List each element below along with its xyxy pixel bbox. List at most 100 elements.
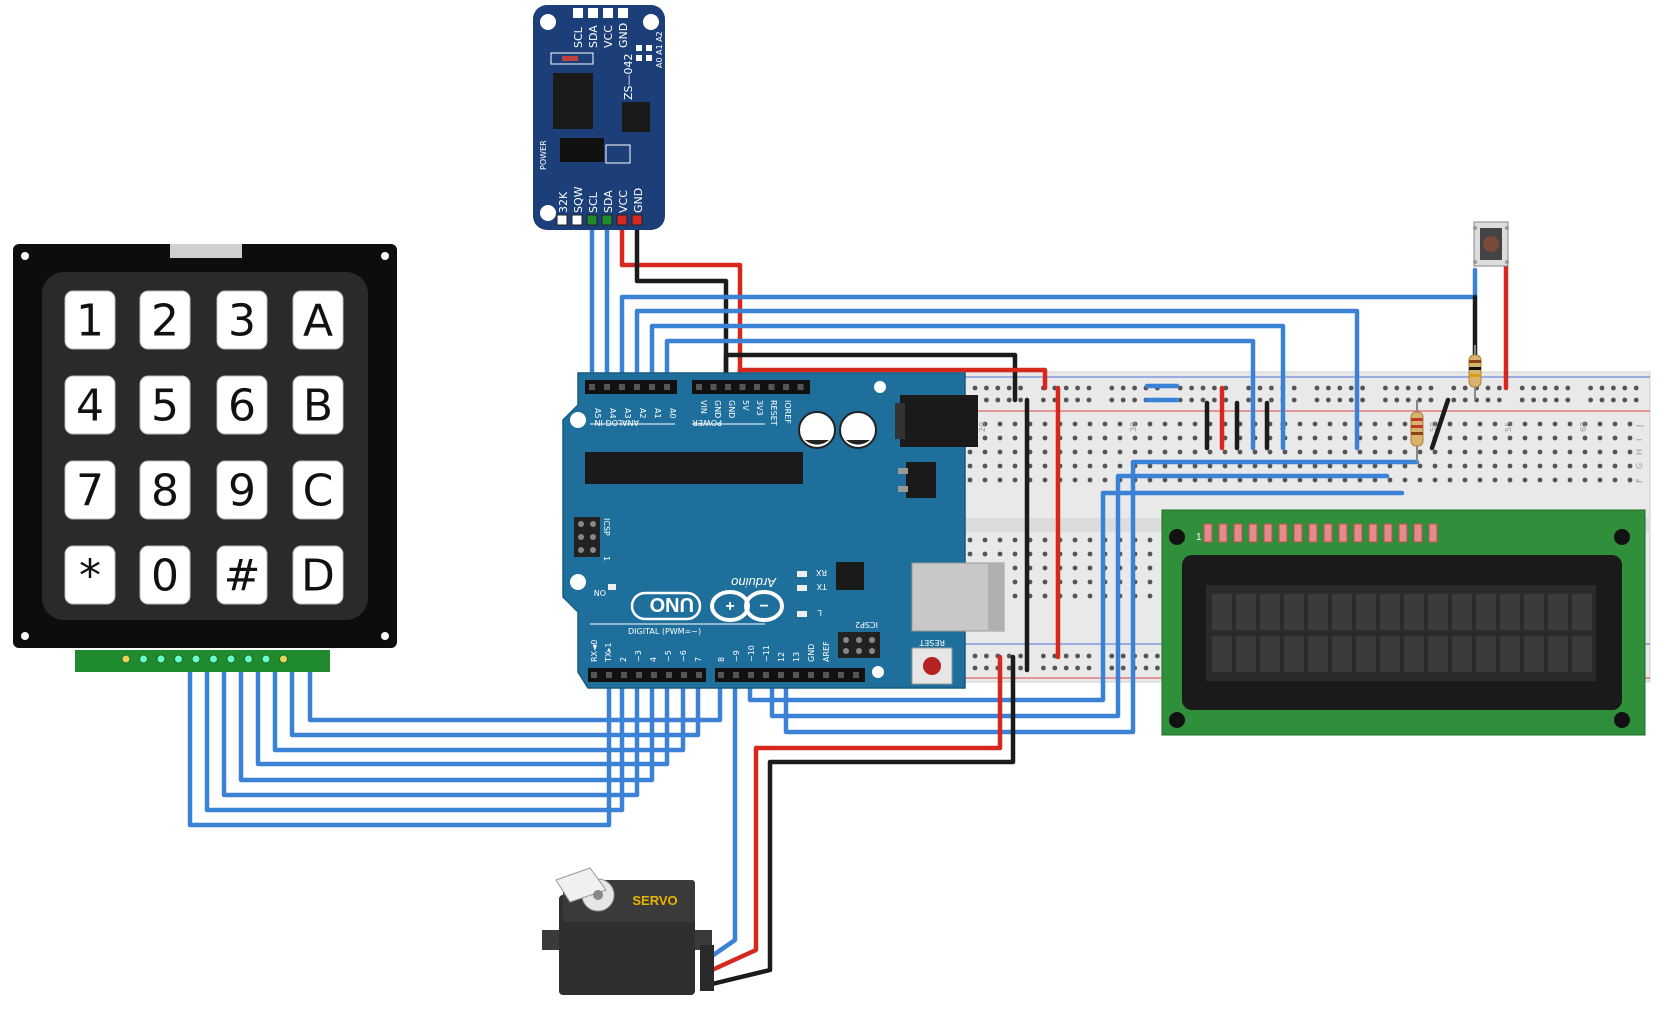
- bb-hole: [997, 477, 1003, 483]
- bb-hole: [1143, 653, 1149, 659]
- keypad-key[interactable]: 0: [139, 545, 191, 605]
- keypad-key[interactable]: 4: [64, 375, 116, 435]
- rtc-bottom-pin-labels: 32K SQW SCL SDA VCC GND: [557, 186, 645, 213]
- keypad-pin: [209, 654, 218, 664]
- arduino-board: [562, 372, 966, 689]
- lcd-cell: [1212, 594, 1232, 630]
- bb-hole: [1462, 477, 1468, 483]
- keypad-key[interactable]: C: [292, 460, 344, 520]
- keypad-key[interactable]: A: [292, 290, 344, 350]
- bb-col-30: 30: [1129, 422, 1138, 432]
- bb-hole: [1567, 421, 1573, 427]
- push-button[interactable]: [1473, 221, 1509, 267]
- bb-hole: [972, 665, 978, 671]
- bb-hole: [984, 665, 989, 671]
- bb-row-letter: H: [1635, 449, 1644, 455]
- resistor-lcd: [1410, 400, 1424, 462]
- bb-hole: [1477, 421, 1483, 427]
- bb-hole: [1042, 593, 1048, 599]
- bb-hole: [1372, 463, 1378, 469]
- bb-hole: [1462, 449, 1468, 455]
- analog-pin-label: A0: [668, 408, 677, 419]
- keypad-key[interactable]: 6: [216, 375, 268, 435]
- bb-hole: [1477, 477, 1483, 483]
- bb-hole: [1200, 397, 1206, 403]
- bb-col-50: 50: [1429, 422, 1438, 432]
- wire-keypad-7: [289, 654, 701, 738]
- bb-hole: [1072, 565, 1078, 571]
- bb-hole: [1223, 385, 1229, 391]
- bb-hole: [1200, 385, 1206, 391]
- bb-hole: [1402, 477, 1408, 483]
- header-pin: [748, 672, 754, 678]
- bb-hole: [1282, 449, 1288, 455]
- bb-hole: [1312, 477, 1318, 483]
- keypad-key[interactable]: 1: [64, 290, 116, 350]
- keypad-key[interactable]: 3: [216, 290, 268, 350]
- header-pin: [634, 384, 640, 390]
- bb-hole: [967, 477, 973, 483]
- bb-hole: [982, 421, 988, 427]
- bb-hole: [1348, 397, 1354, 403]
- wire-keypad-2: [204, 654, 625, 813]
- bb-hole: [1155, 653, 1160, 659]
- bb-hole: [1428, 385, 1434, 391]
- power-pin-label: RESET: [769, 400, 778, 426]
- header-pin: [797, 384, 804, 390]
- keypad-key-label: 3: [228, 296, 256, 347]
- bb-hole: [1372, 449, 1378, 455]
- wire-servo-power: [709, 654, 1003, 973]
- bb-hole: [1012, 463, 1018, 469]
- rtc-bottom-pin: [616, 214, 628, 226]
- bb-hole: [1567, 449, 1573, 455]
- bb-hole: [1267, 477, 1273, 483]
- bb-hole: [1177, 463, 1183, 469]
- bb-hole: [1372, 435, 1378, 441]
- bb-hole: [1042, 477, 1048, 483]
- bb-hole: [1042, 421, 1048, 427]
- keypad-key-label: C: [303, 466, 334, 517]
- bb-hole: [1565, 385, 1571, 391]
- bb-hole: [1120, 397, 1126, 403]
- bb-hole: [1522, 449, 1528, 455]
- lcd-cell: [1236, 594, 1256, 630]
- keypad-key[interactable]: *: [64, 545, 116, 605]
- lcd-pin: [1218, 523, 1228, 543]
- bb-hole: [1447, 421, 1453, 427]
- digital-pin-labels: RX◄0 TX▸1 2 ~3 4 ~5 ~6 7 8 ~9 ~10 ~11 12…: [590, 640, 831, 663]
- keypad-key-label: 6: [228, 381, 256, 432]
- keypad-key[interactable]: 7: [64, 460, 116, 520]
- lcd-cell: [1284, 636, 1304, 672]
- bb-hole: [1012, 477, 1018, 483]
- bb-hole: [967, 449, 973, 455]
- keypad-key[interactable]: 8: [139, 460, 191, 520]
- keypad-key[interactable]: #: [216, 545, 268, 605]
- bb-hole: [1018, 385, 1023, 391]
- bb-hole: [1207, 449, 1213, 455]
- bb-hole: [1252, 449, 1258, 455]
- keypad-key[interactable]: 5: [139, 375, 191, 435]
- keypad-key[interactable]: 9: [216, 460, 268, 520]
- lcd-cell: [1236, 636, 1256, 672]
- bb-hole: [972, 653, 978, 659]
- keypad-key[interactable]: 2: [139, 290, 191, 350]
- bb-hole: [1537, 463, 1543, 469]
- bb-jumper: [1429, 397, 1451, 451]
- bb-hole: [1622, 397, 1628, 403]
- bb-hole: [1072, 477, 1078, 483]
- keypad-tab: [170, 244, 242, 258]
- bb-hole: [1109, 653, 1115, 659]
- bb-hole: [1207, 477, 1213, 483]
- keypad-pin: [156, 654, 166, 664]
- bb-hole: [1357, 463, 1363, 469]
- header-pin: [619, 384, 625, 390]
- bb-hole: [995, 397, 1001, 403]
- digital-pin-label: ~5: [664, 650, 673, 662]
- keypad-key[interactable]: D: [292, 545, 344, 605]
- bb-hole: [1582, 449, 1588, 455]
- bb-hole: [1086, 653, 1092, 659]
- keypad-key[interactable]: B: [292, 375, 344, 435]
- bb-hole: [1477, 449, 1483, 455]
- wires: [187, 215, 1509, 987]
- keypad-pin: [226, 654, 236, 664]
